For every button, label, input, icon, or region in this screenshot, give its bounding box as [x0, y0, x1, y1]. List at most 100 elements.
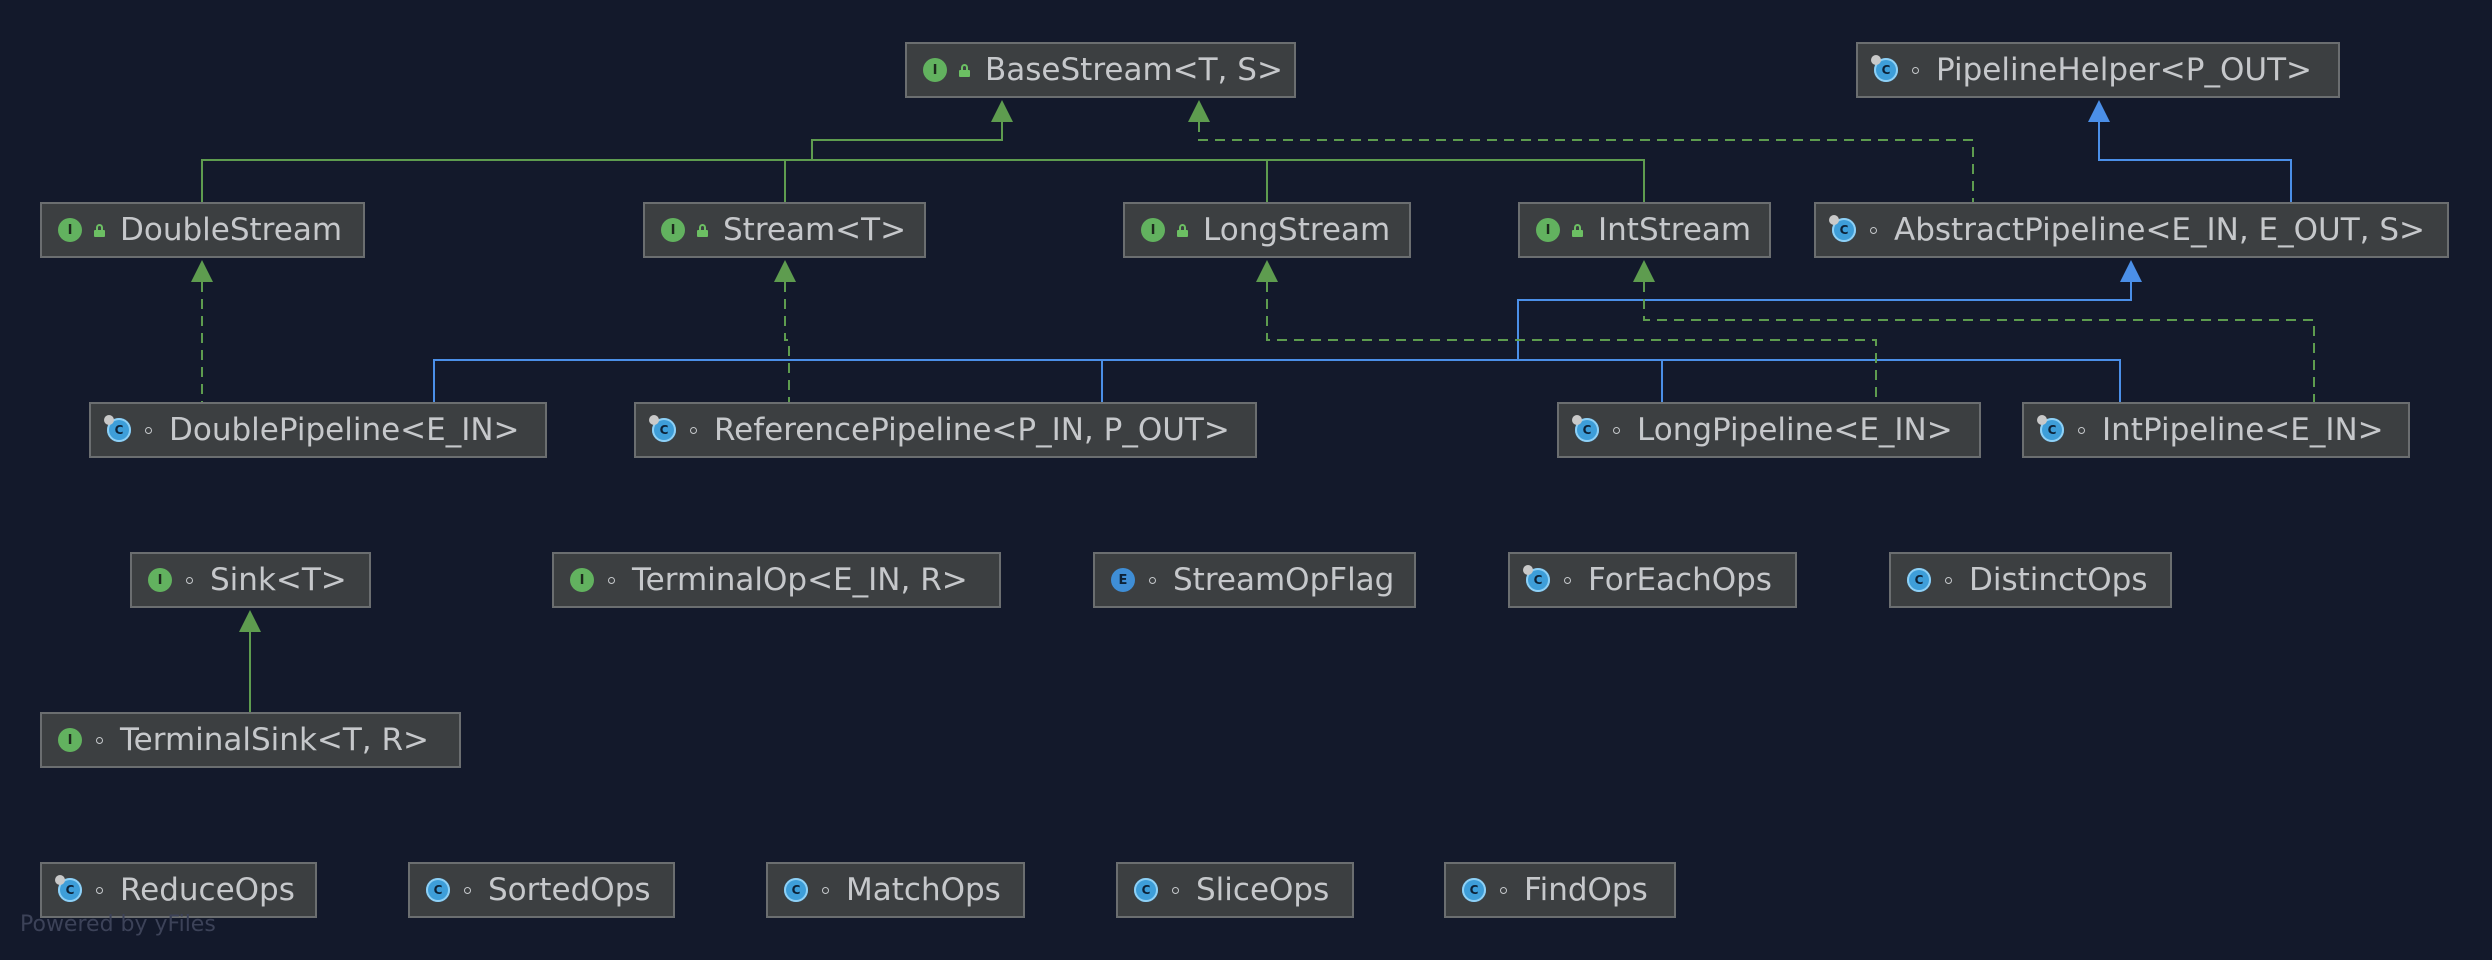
interface-icon: I: [148, 568, 172, 592]
node-label: StreamOpFlag: [1173, 562, 1395, 598]
package-private-icon: [458, 886, 476, 894]
node-match-ops[interactable]: C MatchOps: [766, 862, 1025, 918]
badge-letter: C: [1141, 883, 1151, 897]
public-lock-icon: [90, 223, 108, 237]
node-double-stream[interactable]: I DoubleStream: [40, 202, 365, 258]
node-pipeline-helper[interactable]: C PipelineHelper<P_OUT>: [1856, 42, 2340, 98]
arrowhead-doublestream: [191, 260, 213, 282]
class-icon: C: [784, 878, 808, 902]
package-private-icon: [139, 426, 157, 434]
public-lock-icon: [1568, 223, 1586, 237]
badge-letter: C: [1839, 223, 1849, 237]
badge-letter: C: [1881, 63, 1891, 77]
node-label: AbstractPipeline<E_IN, E_OUT, S>: [1894, 212, 2426, 248]
package-private-icon: [684, 426, 702, 434]
node-label: DoubleStream: [120, 212, 343, 248]
node-terminal-sink[interactable]: I TerminalSink<T, R>: [40, 712, 461, 768]
class-icon: C: [426, 878, 450, 902]
abstract-class-icon: C: [1871, 55, 1898, 82]
edge-intpipeline-to-abstractpipeline: [1662, 359, 2121, 402]
node-stream-op-flag[interactable]: E StreamOpFlag: [1093, 552, 1416, 608]
arrowhead-basestream-realization: [1188, 100, 1210, 122]
node-int-stream[interactable]: I IntStream: [1518, 202, 1771, 258]
node-label: ReduceOps: [120, 872, 295, 908]
badge-letter: E: [1118, 572, 1128, 588]
arrowhead-stream: [774, 260, 796, 282]
interface-icon: I: [1536, 218, 1560, 242]
node-label: TerminalOp<E_IN, R>: [632, 562, 968, 598]
edge-abstractpipeline-to-basestream: [1198, 122, 1974, 202]
edge-intstream-to-basestream: [1267, 159, 1645, 202]
node-label: IntStream: [1598, 212, 1752, 248]
public-lock-icon: [1173, 223, 1191, 237]
badge-letter: I: [932, 62, 938, 78]
class-icon: C: [1462, 878, 1486, 902]
edge-referencepipeline-to-stream: [784, 282, 790, 402]
interface-icon: I: [661, 218, 685, 242]
badge-letter: C: [659, 423, 669, 437]
badge-letter: C: [1533, 573, 1543, 587]
node-sink[interactable]: I Sink<T>: [130, 552, 371, 608]
interface-icon: I: [1141, 218, 1165, 242]
package-private-icon: [1494, 886, 1512, 894]
node-terminal-op[interactable]: I TerminalOp<E_IN, R>: [552, 552, 1001, 608]
interface-icon: I: [58, 218, 82, 242]
node-label: IntPipeline<E_IN>: [2102, 412, 2384, 448]
arrowhead-pipelinehelper: [2088, 100, 2110, 122]
badge-letter: I: [579, 572, 585, 588]
node-slice-ops[interactable]: C SliceOps: [1116, 862, 1354, 918]
package-private-icon: [602, 576, 620, 584]
badge-letter: C: [114, 423, 124, 437]
node-find-ops[interactable]: C FindOps: [1444, 862, 1676, 918]
node-label: ReferencePipeline<P_IN, P_OUT>: [714, 412, 1230, 448]
badge-letter: I: [670, 222, 676, 238]
package-private-icon: [1166, 886, 1184, 894]
class-icon: C: [1907, 568, 1931, 592]
abstract-class-icon: C: [2037, 415, 2064, 442]
package-private-icon: [90, 886, 108, 894]
badge-letter: I: [67, 222, 73, 238]
class-icon: C: [1134, 878, 1158, 902]
node-label: MatchOps: [846, 872, 1001, 908]
node-abstract-pipeline[interactable]: C AbstractPipeline<E_IN, E_OUT, S>: [1814, 202, 2449, 258]
badge-letter: C: [791, 883, 801, 897]
abstract-class-icon: C: [104, 415, 131, 442]
edge-longpipeline-to-longstream: [1266, 282, 1877, 402]
node-label: SortedOps: [488, 872, 651, 908]
abstract-class-icon: C: [55, 875, 82, 902]
node-distinct-ops[interactable]: C DistinctOps: [1889, 552, 2172, 608]
node-label: Sink<T>: [210, 562, 347, 598]
package-private-icon: [2072, 426, 2090, 434]
node-label: TerminalSink<T, R>: [120, 722, 430, 758]
edge-longstream-to-basestream: [812, 159, 1268, 202]
badge-letter: C: [2047, 423, 2057, 437]
node-label: SliceOps: [1196, 872, 1330, 908]
node-int-pipeline[interactable]: C IntPipeline<E_IN>: [2022, 402, 2410, 458]
interface-icon: I: [58, 728, 82, 752]
node-long-stream[interactable]: I LongStream: [1123, 202, 1411, 258]
package-private-icon: [1864, 226, 1882, 234]
badge-letter: C: [65, 883, 75, 897]
node-label: DistinctOps: [1969, 562, 2148, 598]
badge-letter: I: [157, 572, 163, 588]
node-reduce-ops[interactable]: C ReduceOps: [40, 862, 317, 918]
arrowhead-sink: [239, 610, 261, 632]
node-label: PipelineHelper<P_OUT>: [1936, 52, 2312, 88]
edge-doublestream-to-basestream: [201, 121, 1003, 202]
abstract-class-icon: C: [1572, 415, 1599, 442]
public-lock-icon: [955, 63, 973, 77]
package-private-icon: [1939, 576, 1957, 584]
edge-intpipeline-to-intstream: [1643, 282, 2315, 402]
node-reference-pipeline[interactable]: C ReferencePipeline<P_IN, P_OUT>: [634, 402, 1257, 458]
node-sorted-ops[interactable]: C SortedOps: [408, 862, 675, 918]
node-label: LongStream: [1203, 212, 1391, 248]
arrowhead-intstream: [1633, 260, 1655, 282]
package-private-icon: [1558, 576, 1576, 584]
node-label: FindOps: [1524, 872, 1648, 908]
